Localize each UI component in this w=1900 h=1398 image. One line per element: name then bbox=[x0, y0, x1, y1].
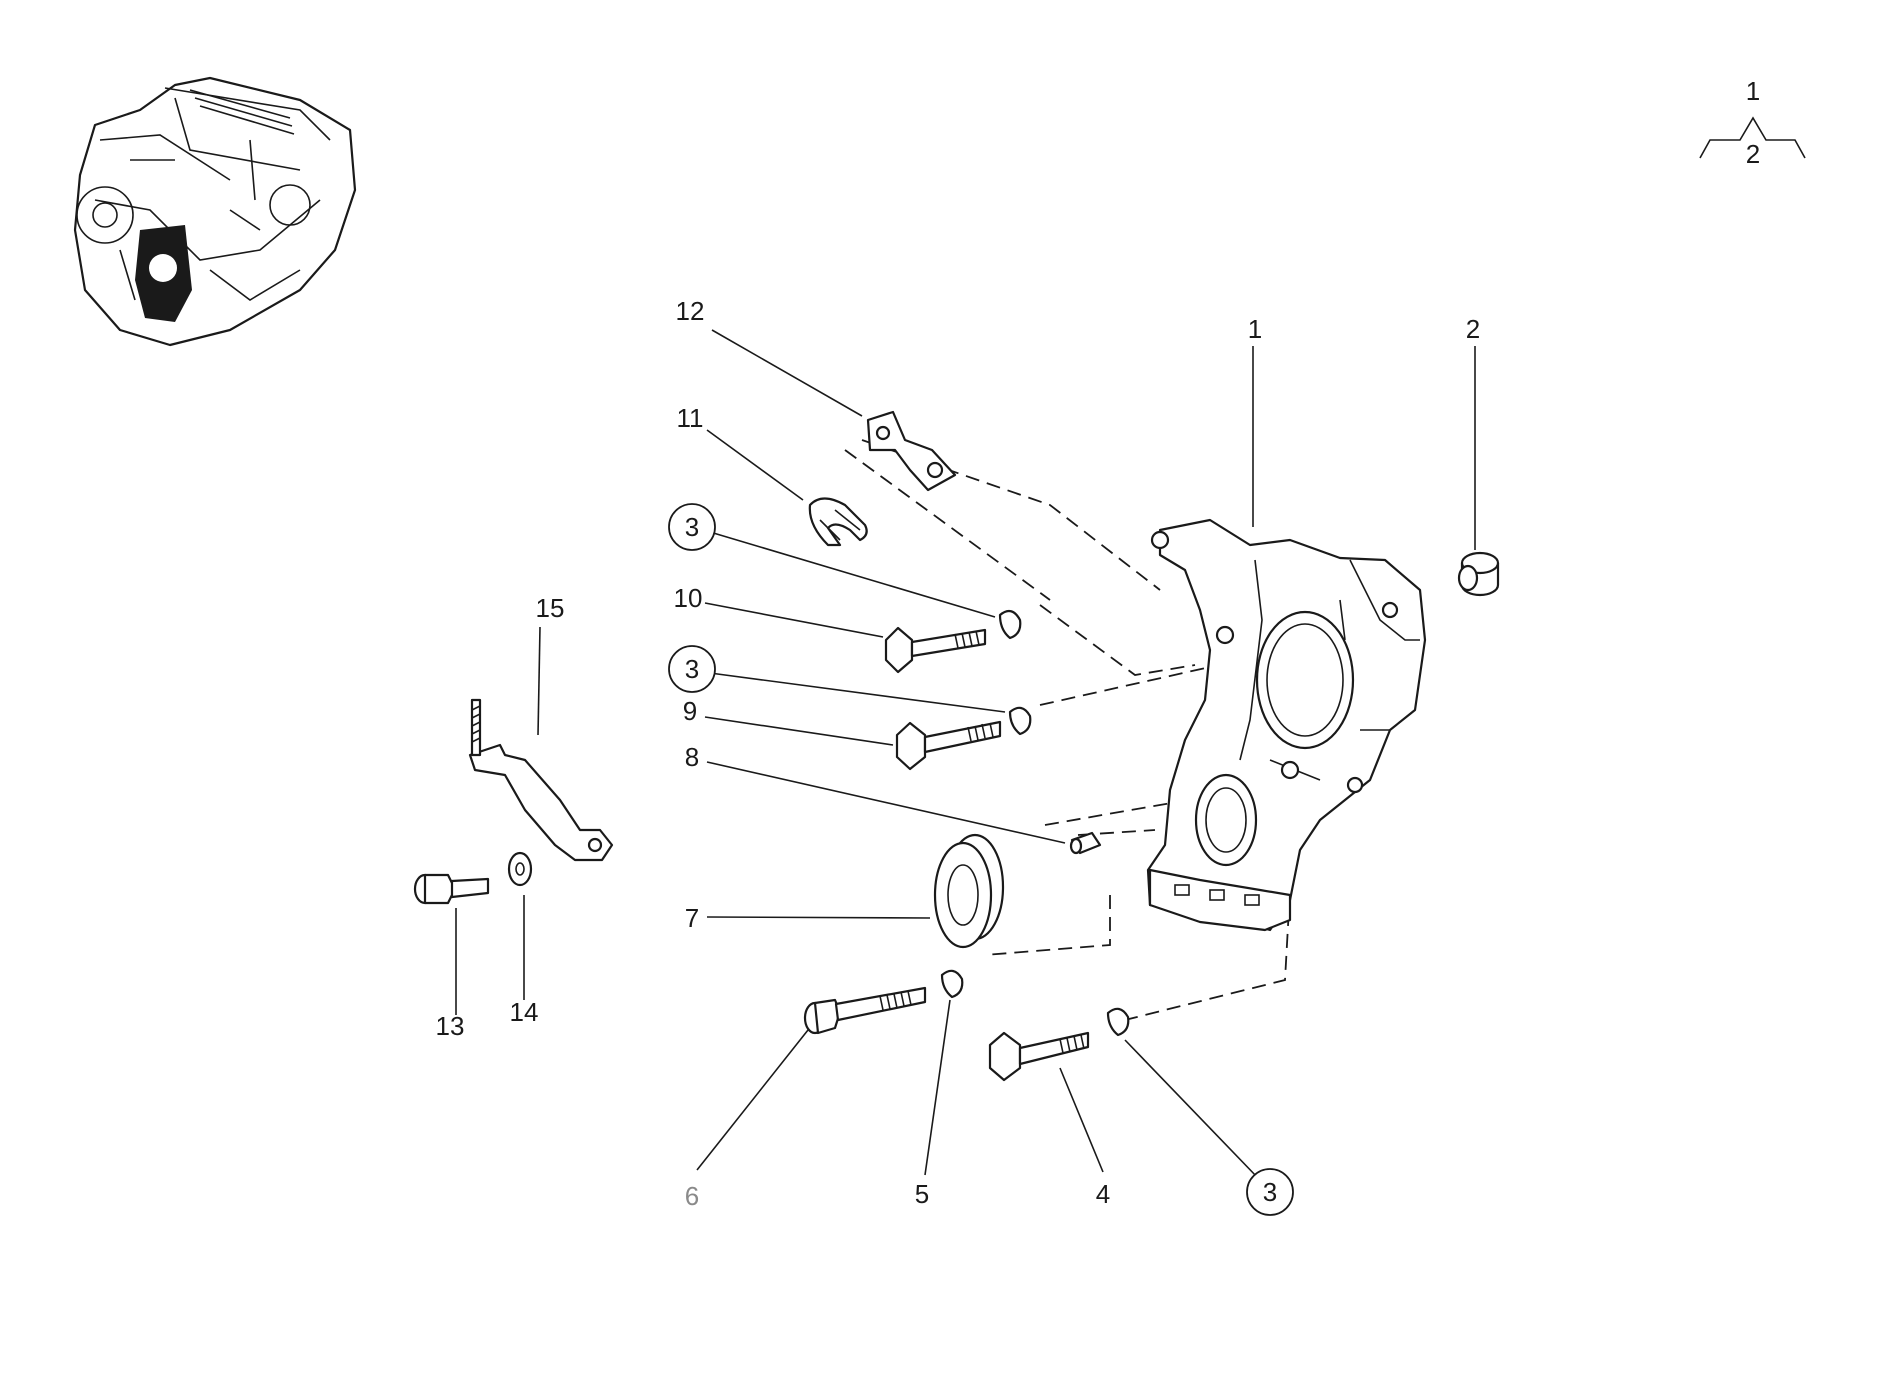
callout-15: 15 bbox=[536, 593, 565, 623]
engine-thumbnail bbox=[73, 76, 357, 347]
callout-9: 9 bbox=[683, 696, 697, 726]
callout-2: 2 bbox=[1466, 314, 1480, 344]
part-11-clip bbox=[808, 497, 868, 547]
callout-13: 13 bbox=[436, 1011, 465, 1041]
part-9-bolt bbox=[895, 720, 1002, 771]
callout-11: 11 bbox=[677, 403, 704, 433]
part-3-washers bbox=[940, 609, 1130, 1037]
callout-circles bbox=[668, 503, 1294, 1216]
callout-3-middle: 3 bbox=[685, 654, 699, 684]
leader-lines bbox=[455, 329, 1476, 1179]
callout-labels: 12 11 3 10 3 9 8 7 15 13 14 6 5 4 3 1 2 bbox=[436, 296, 1481, 1211]
legend-bracket bbox=[1699, 116, 1806, 159]
part-14-washer bbox=[507, 851, 533, 887]
legend-bottom-number: 2 bbox=[1746, 139, 1760, 169]
part-10-bolt bbox=[884, 626, 987, 674]
callout-12: 12 bbox=[676, 296, 705, 326]
part-8-dowel-pin bbox=[1069, 831, 1102, 855]
callout-14: 14 bbox=[510, 997, 539, 1027]
part-1-front-cover bbox=[1146, 518, 1427, 932]
part-6-bolt bbox=[803, 986, 927, 1035]
callout-8: 8 bbox=[685, 742, 699, 772]
assembly-legend: 1 2 bbox=[1699, 76, 1806, 169]
callout-4: 4 bbox=[1096, 1179, 1110, 1209]
legend-top-number: 1 bbox=[1746, 76, 1760, 106]
part-2-plug bbox=[1457, 551, 1500, 597]
callout-3-upper: 3 bbox=[685, 512, 699, 542]
callout-6: 6 bbox=[685, 1181, 699, 1211]
callout-7: 7 bbox=[685, 903, 699, 933]
part-12-bracket-plate bbox=[866, 410, 957, 492]
part-15-support-bracket bbox=[468, 698, 614, 862]
part-7-seal-ring bbox=[933, 833, 1005, 949]
part-13-screw bbox=[413, 873, 490, 905]
callout-5: 5 bbox=[915, 1179, 929, 1209]
callout-1: 1 bbox=[1248, 314, 1262, 344]
part-4-bolt bbox=[988, 1031, 1090, 1082]
callout-10: 10 bbox=[674, 583, 703, 613]
callout-3-lower: 3 bbox=[1263, 1177, 1277, 1207]
